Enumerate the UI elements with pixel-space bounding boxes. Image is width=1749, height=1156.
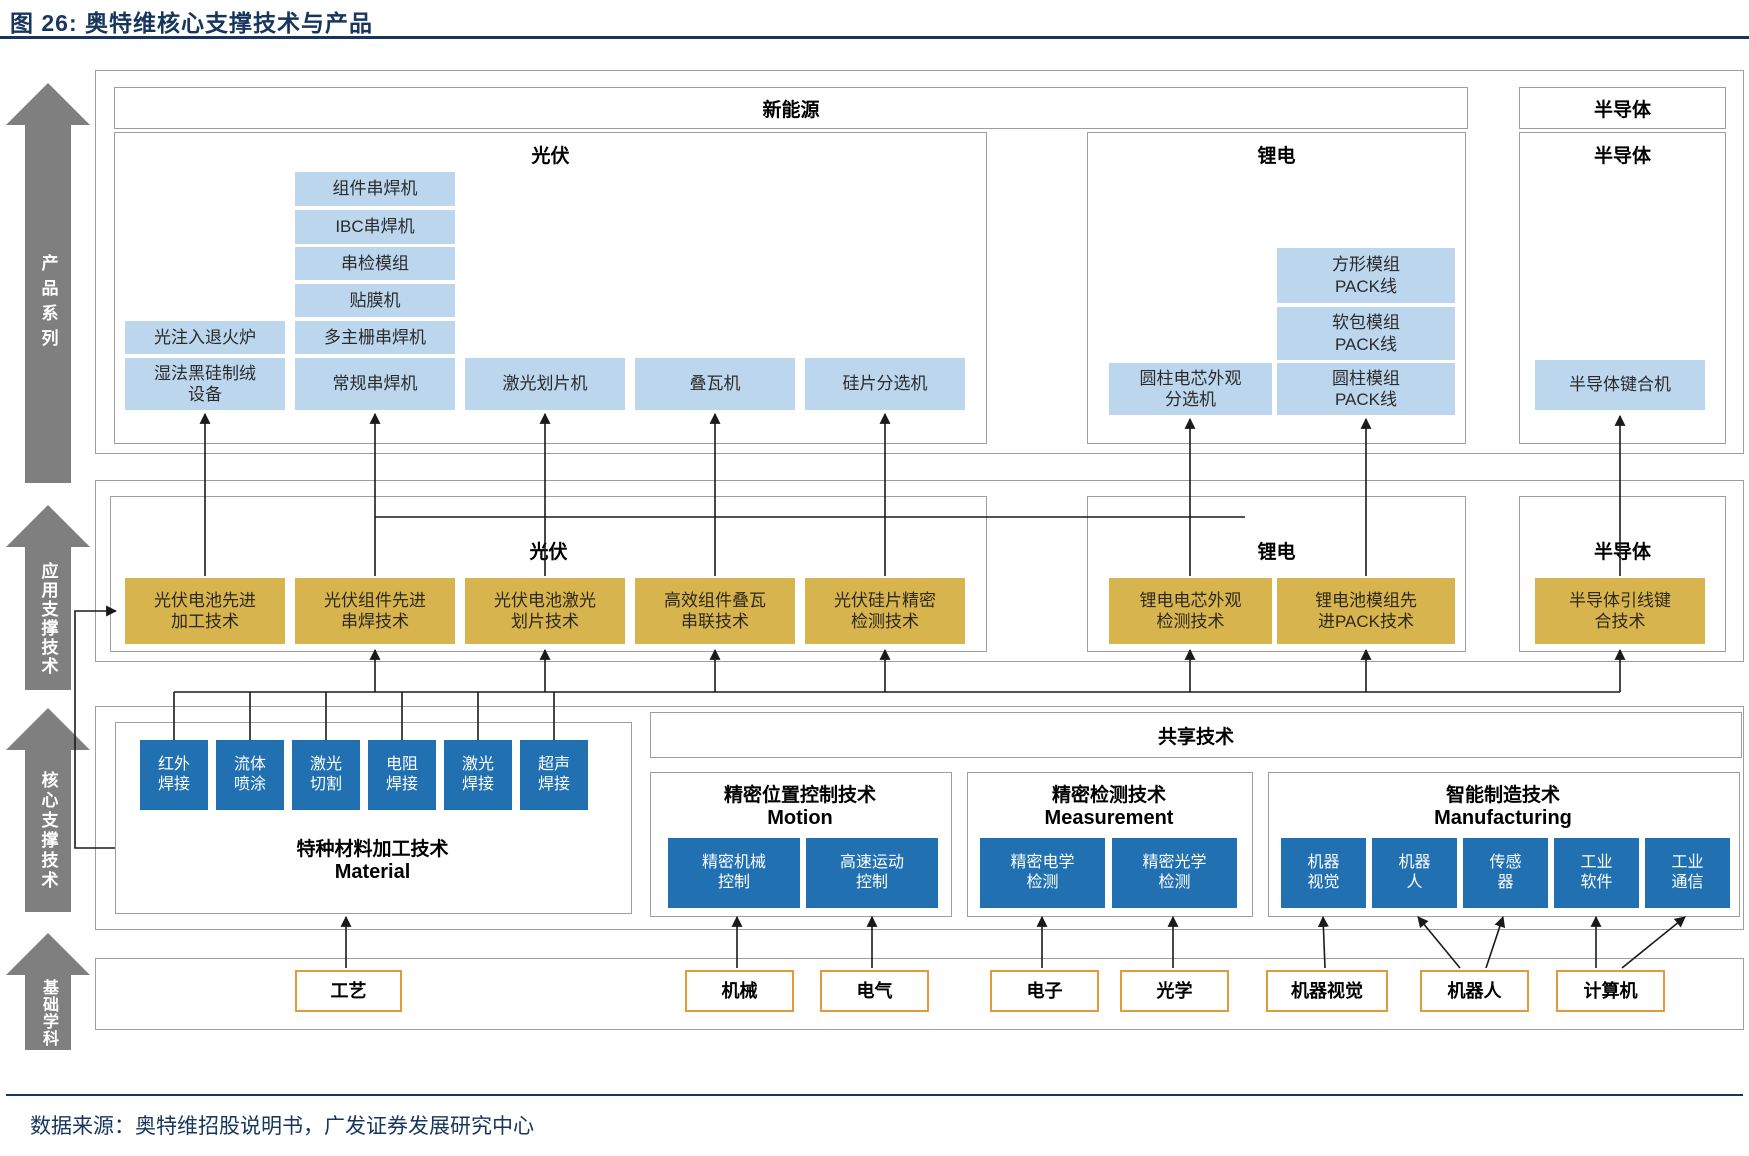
core-tech-chip: 流体 喷涂 — [216, 740, 284, 810]
app-tech-chip: 光伏组件先进 串焊技术 — [295, 578, 455, 644]
core-tech-chip: 精密光学 检测 — [1112, 838, 1237, 908]
discipline-chip: 电子 — [990, 970, 1099, 1012]
measurement-label-cn: 精密检测技术 — [1051, 785, 1166, 806]
label-pv-app: 光伏 — [529, 542, 568, 563]
product-chip: 串检模组 — [295, 247, 455, 280]
motion-section-label: 精密位置控制技术 Motion — [650, 780, 950, 830]
up-arrow-icon — [6, 83, 90, 125]
core-tech-chip: 传感 器 — [1463, 838, 1548, 908]
label-semi-app: 半导体 — [1593, 542, 1651, 563]
product-chip: 半导体键合机 — [1535, 360, 1705, 410]
product-chip: 光注入退火炉 — [125, 321, 285, 354]
product-chip: 常规串焊机 — [295, 358, 455, 410]
product-chip: 圆柱电芯外观 分选机 — [1109, 363, 1272, 415]
product-chip: 激光划片机 — [465, 358, 625, 410]
core-tech-chip: 激光 焊接 — [444, 740, 512, 810]
core-tech-chip: 超声 焊接 — [520, 740, 588, 810]
discipline-chip: 机械 — [685, 970, 794, 1012]
manufacturing-label-cn: 智能制造技术 — [1445, 785, 1560, 806]
product-chip: 组件串焊机 — [295, 172, 455, 206]
product-chip: 硅片分选机 — [805, 358, 965, 410]
motion-label-cn: 精密位置控制技术 — [723, 785, 876, 806]
measurement-section-label: 精密检测技术 Measurement — [967, 780, 1251, 830]
core-tech-chip: 精密机械 控制 — [668, 838, 800, 908]
material-label-en: Material — [334, 861, 411, 883]
axis-arrow-base-disciplines: 基础学科 — [6, 933, 90, 1050]
source-divider — [6, 1094, 1743, 1096]
motion-label-en: Motion — [767, 807, 833, 829]
core-tech-chip: 工业 软件 — [1554, 838, 1639, 908]
label-li-app: 锂电 — [1257, 542, 1296, 563]
up-arrow-icon — [6, 708, 90, 750]
axis-label-base-disciplines: 基础学科 — [40, 978, 57, 1047]
core-tech-chip: 工业 通信 — [1645, 838, 1730, 908]
core-tech-chip: 机器 人 — [1372, 838, 1457, 908]
manufacturing-section-label: 智能制造技术 Manufacturing — [1268, 780, 1738, 830]
axis-label-core-tech: 核心支撑技术 — [38, 771, 58, 891]
discipline-chip: 机器人 — [1420, 970, 1529, 1012]
product-chip: 圆柱模组 PACK线 — [1277, 363, 1455, 415]
axis-label-product-series: 产品系列 — [38, 254, 58, 354]
core-tech-chip: 电阻 焊接 — [368, 740, 436, 810]
group-header-new-energy: 新能源 — [114, 87, 1468, 129]
material-section-label: 特种材料加工技术 Material — [115, 834, 630, 884]
label-semi-products: 半导体 — [1593, 146, 1651, 167]
app-tech-chip: 高效组件叠瓦 串联技术 — [635, 578, 795, 644]
group-header-semiconductor: 半导体 — [1519, 87, 1726, 129]
measurement-label-en: Measurement — [1044, 807, 1174, 829]
app-tech-chip: 光伏电池先进 加工技术 — [125, 578, 285, 644]
product-chip: 多主栅串焊机 — [295, 321, 455, 354]
app-tech-chip: 光伏硅片精密 检测技术 — [805, 578, 965, 644]
data-source-text: 数据来源：奥特维招股说明书，广发证券发展研究中心 — [30, 1115, 534, 1138]
core-tech-chip: 机器 视觉 — [1281, 838, 1366, 908]
core-tech-chip: 精密电学 检测 — [980, 838, 1105, 908]
discipline-chip: 光学 — [1120, 970, 1229, 1012]
app-tech-chip: 锂电池模组先 进PACK技术 — [1277, 578, 1455, 644]
label-pv-products: 光伏 — [531, 146, 570, 167]
product-chip: 贴膜机 — [295, 284, 455, 317]
axis-arrow-product-series: 产品系列 — [6, 83, 90, 483]
label-li-products: 锂电 — [1257, 146, 1296, 167]
core-tech-chip: 激光 切割 — [292, 740, 360, 810]
up-arrow-icon — [6, 933, 90, 975]
axis-arrow-core-tech: 核心支撑技术 — [6, 708, 90, 912]
discipline-chip: 工艺 — [295, 970, 402, 1012]
figure-title: 图 26: 奥特维核心支撑技术与产品 — [10, 10, 374, 36]
product-chip: 湿法黑硅制绒 设备 — [125, 358, 285, 410]
product-chip: 叠瓦机 — [635, 358, 795, 410]
product-chip: 软包模组 PACK线 — [1277, 307, 1455, 360]
app-tech-chip: 光伏电池激光 划片技术 — [465, 578, 625, 644]
title-underline — [0, 36, 1749, 39]
discipline-chip: 计算机 — [1556, 970, 1665, 1012]
app-tech-chip: 半导体引线键 合技术 — [1535, 578, 1705, 644]
core-tech-chip: 红外 焊接 — [140, 740, 208, 810]
material-label-cn: 特种材料加工技术 — [296, 839, 449, 860]
core-tech-chip: 高速运动 控制 — [806, 838, 938, 908]
product-chip: IBC串焊机 — [295, 210, 455, 244]
product-chip: 方形模组 PACK线 — [1277, 248, 1455, 303]
app-tech-chip: 锂电电芯外观 检测技术 — [1109, 578, 1272, 644]
up-arrow-icon — [6, 505, 90, 547]
axis-arrow-application-tech: 应用支撑技术 — [6, 505, 90, 690]
manufacturing-label-en: Manufacturing — [1434, 807, 1572, 829]
discipline-chip: 电气 — [820, 970, 929, 1012]
axis-label-application-tech: 应用支撑技术 — [38, 561, 58, 676]
shared-tech-header: 共享技术 — [650, 712, 1742, 758]
discipline-chip: 机器视觉 — [1266, 970, 1388, 1012]
